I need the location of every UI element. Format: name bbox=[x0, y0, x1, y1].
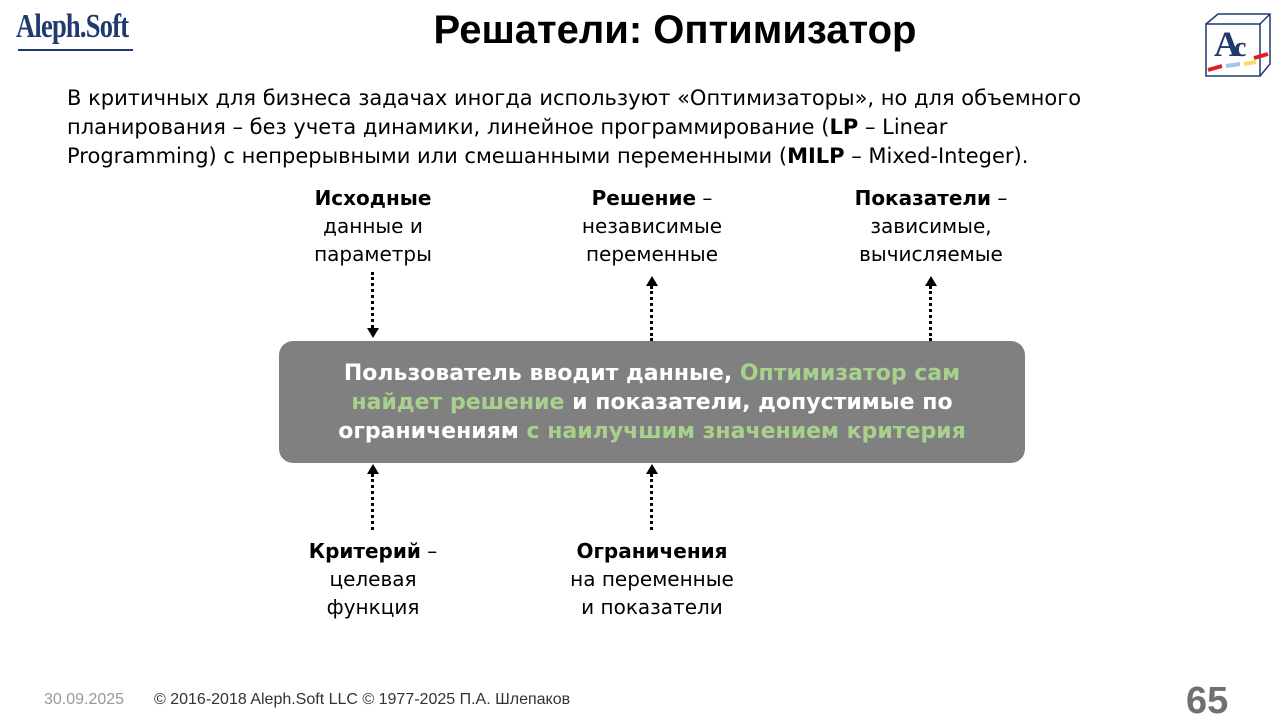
arrow-solution-up bbox=[650, 286, 653, 341]
arrowhead-up-icon bbox=[646, 276, 658, 286]
indicators-label: Показатели – зависимые, вычисляемые bbox=[781, 184, 1081, 268]
solution-label: Решение – независимые переменные bbox=[502, 184, 802, 268]
label-line: вычисляемые bbox=[859, 242, 1003, 266]
highlight-text: найдет решение bbox=[351, 390, 565, 415]
text: планирования – без учета динамики, линей… bbox=[67, 115, 830, 139]
box-line: ограничениям с наилучшим значением крите… bbox=[279, 417, 1025, 446]
intro-line: В критичных для бизнеса задачах иногда и… bbox=[67, 86, 1082, 110]
label-line: функция bbox=[326, 595, 420, 619]
dash: – bbox=[696, 186, 713, 210]
highlight-text: Оптимизатор сам bbox=[739, 361, 961, 386]
footer-date: 30.09.2025 bbox=[44, 691, 125, 708]
aleph-soft-logo: Aleph.Soft bbox=[16, 8, 129, 45]
inputs-label: Исходные данные и параметры bbox=[223, 184, 523, 268]
ac-logo: A c bbox=[1204, 12, 1274, 82]
arrow-indicators-up bbox=[929, 286, 932, 341]
svg-text:A: A bbox=[1214, 24, 1240, 64]
arrow-criterion-up bbox=[371, 474, 374, 530]
criterion-label: Критерий – целевая функция bbox=[223, 537, 523, 621]
label-line: параметры bbox=[314, 242, 432, 266]
dash: – bbox=[420, 539, 438, 563]
text: Programming) с непрерывными или смешанны… bbox=[67, 144, 788, 168]
arrowhead-up-icon bbox=[925, 276, 937, 286]
intro-line: планирования – без учета динамики, линей… bbox=[67, 113, 1081, 142]
svg-text:c: c bbox=[1234, 32, 1246, 63]
slide-title: Решатели: Оптимизатор bbox=[433, 8, 917, 52]
label-heading: Ограничения bbox=[576, 539, 728, 563]
milp-term: MILP bbox=[787, 144, 845, 168]
label-heading: Решение bbox=[591, 186, 697, 210]
arrowhead-up-icon bbox=[646, 464, 658, 474]
lp-term: LP bbox=[829, 115, 859, 139]
label-line: переменные bbox=[585, 242, 719, 266]
constraints-label: Ограничения на переменные и показатели bbox=[502, 537, 802, 621]
label-line: целевая bbox=[329, 567, 417, 591]
label-line: данные и bbox=[323, 214, 423, 238]
box-line: Пользователь вводит данные, Оптимизатор … bbox=[279, 359, 1025, 388]
label-line: зависимые, bbox=[870, 214, 992, 238]
logo-underline bbox=[18, 49, 133, 51]
text: – Mixed-Integer). bbox=[844, 144, 1029, 168]
arrow-constraints-up bbox=[650, 474, 653, 530]
intro-paragraph: В критичных для бизнеса задачах иногда и… bbox=[67, 84, 1081, 171]
dash: – bbox=[991, 186, 1008, 210]
label-line: на переменные bbox=[570, 567, 734, 591]
arrowhead-up-icon bbox=[367, 464, 379, 474]
text: ограничениям bbox=[338, 419, 527, 444]
optimizer-box: Пользователь вводит данные, Оптимизатор … bbox=[279, 341, 1025, 463]
label-line: независимые bbox=[581, 214, 723, 238]
label-line: и показатели bbox=[581, 595, 723, 619]
label-heading: Критерий bbox=[308, 539, 421, 563]
page-number: 65 bbox=[1186, 680, 1229, 722]
text: – Linear bbox=[858, 115, 948, 139]
arrowhead-down-icon bbox=[367, 328, 379, 338]
text: и показатели, допустимые по bbox=[564, 390, 953, 415]
highlight-text: с наилучшим значением критерия bbox=[526, 419, 966, 444]
box-line: найдет решение и показатели, допустимые … bbox=[279, 388, 1025, 417]
text: Пользователь вводит данные, bbox=[343, 361, 740, 386]
label-heading: Показатели bbox=[854, 186, 992, 210]
label-heading: Исходные bbox=[314, 186, 432, 210]
footer-copyright: © 2016-2018 Aleph.Soft LLC © 1977-2025 П… bbox=[154, 691, 571, 708]
intro-line: Programming) с непрерывными или смешанны… bbox=[67, 142, 1081, 171]
arrow-inputs-down bbox=[371, 272, 374, 328]
